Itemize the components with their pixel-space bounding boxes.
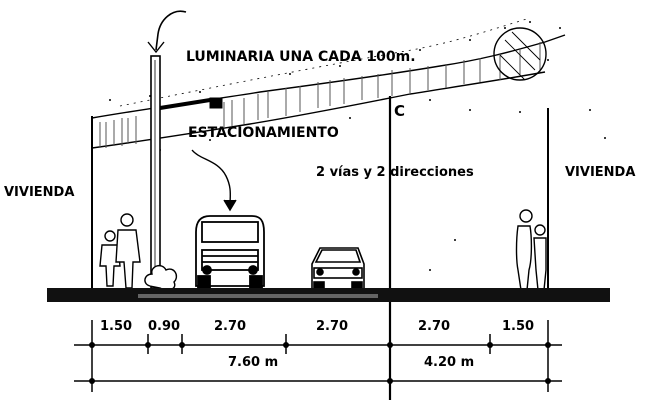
- vivienda-left-label: VIVIENDA: [4, 185, 75, 200]
- luminaria-label: LUMINARIA UNA CADA 100m.: [186, 49, 416, 65]
- pedestrian-right-1-icon: [515, 209, 533, 291]
- centerline-mark: C: [394, 102, 406, 120]
- dimension-label: 2.70: [214, 319, 247, 334]
- street-ground: [47, 288, 610, 302]
- pedestrian-right-2-icon: [533, 224, 547, 291]
- dimension-total-label: 7.60 m: [228, 355, 279, 370]
- dimension-label: 2.70: [418, 319, 451, 334]
- dimension-label: 0.90: [148, 319, 181, 334]
- tree-canopy: [91, 17, 606, 271]
- street-lamp-icon: [147, 10, 223, 289]
- tree-crown-icon: [493, 27, 547, 81]
- parking-arrow: [191, 149, 237, 212]
- dimension-label: 1.50: [100, 319, 133, 334]
- estacionamiento-label: ESTACIONAMIENTO: [188, 125, 339, 141]
- dimension-label: 2.70: [316, 319, 349, 334]
- dimension-lines: [74, 320, 562, 392]
- parked-van-icon: [195, 215, 265, 289]
- pedestrian-left-2-icon: [115, 213, 141, 289]
- dimension-label: 1.50: [502, 319, 535, 334]
- car-icon: [311, 247, 365, 293]
- dimension-total-label: 4.20 m: [424, 355, 475, 370]
- lanes-label: 2 vías y 2 direcciones: [316, 165, 474, 180]
- shrub-icon: [144, 264, 178, 291]
- vivienda-right-label: VIVIENDA: [565, 165, 636, 180]
